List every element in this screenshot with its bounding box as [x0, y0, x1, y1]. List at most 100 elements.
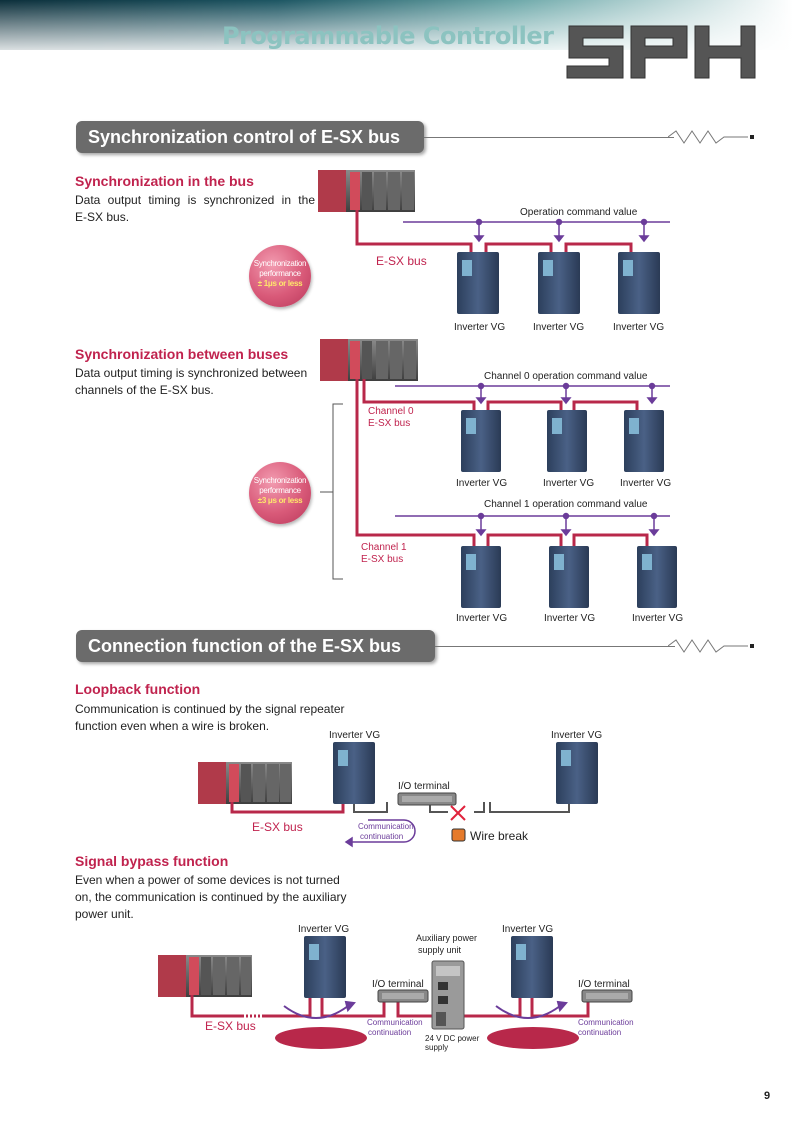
bypass-text-line2: on, the communication is continued by th… — [75, 890, 347, 904]
sync-between-buses-diagram: Channel 0 operation command value Channe… — [320, 339, 683, 624]
sync-between-text-line2: channels of the E-SX bus. — [75, 383, 214, 397]
inverter-label: Inverter VG — [551, 730, 602, 741]
inverter-vg — [457, 252, 499, 314]
inverter-label: Inverter VG — [543, 478, 594, 489]
badge-value: ±3 μs or less — [257, 496, 303, 505]
io-terminal — [397, 792, 457, 806]
operation-command-label: Operation command value — [520, 207, 638, 218]
io-terminal — [581, 989, 633, 1003]
channel1-bus-label: Channel 1 — [361, 542, 407, 553]
inverter-vg — [511, 936, 553, 998]
aux-power-label: supply unit — [418, 945, 462, 955]
inverter-vg — [333, 742, 375, 804]
loopback-text-line1: Communication is continued by the signal… — [75, 702, 345, 716]
inverter-label: Inverter VG — [454, 322, 505, 333]
section-rule — [424, 137, 674, 138]
wire-break-label: Wire break — [470, 829, 529, 843]
dc-power-label: 24 V DC power — [425, 1034, 480, 1043]
bypass-arrow-icon — [495, 1000, 568, 1019]
plc-unit — [158, 955, 252, 997]
bypass-title: Signal bypass function — [75, 853, 229, 869]
sync-between-text-line1: Data output timing is synchronized betwe… — [75, 366, 308, 380]
loopback-text: Communication is continued by the signal… — [75, 701, 375, 735]
section-heading-sync-control: Synchronization control of E-SX bus — [76, 121, 424, 153]
inverter-label: Inverter VG — [620, 478, 671, 489]
inverter-vg — [549, 546, 589, 608]
channel0-command-label: Channel 0 operation command value — [484, 371, 648, 382]
unpowered-zone — [275, 1027, 367, 1049]
sync-in-bus-text-line2: E-SX bus. — [75, 210, 130, 224]
wire-break-icon — [450, 805, 466, 821]
sync-performance-badge-2: Synchronization performance ±3 μs or les… — [249, 462, 311, 524]
badge-line2: performance — [259, 486, 301, 495]
bypass-arrow-icon — [283, 1000, 356, 1019]
section-zigzag — [668, 639, 748, 653]
inverter-vg — [461, 546, 501, 608]
inverter-vg — [624, 410, 664, 472]
inverter-vg — [538, 252, 580, 314]
bypass-text-line3: power unit. — [75, 907, 134, 921]
inverter-label: Inverter VG — [456, 478, 507, 489]
esx-bus-label: E-SX bus — [252, 820, 303, 834]
badge-line2: performance — [259, 269, 301, 278]
section-dot — [750, 644, 754, 648]
sph-logo — [566, 25, 756, 79]
badge-line1: Synchronization — [253, 259, 307, 268]
inverter-label: Inverter VG — [613, 322, 664, 333]
inverter-vg — [556, 742, 598, 804]
comm-continuation-label: Communication — [367, 1018, 423, 1027]
inverter-vg — [637, 546, 677, 608]
section-zigzag — [668, 130, 748, 144]
sync-performance-badge-1: Synchronization performance ± 1μs or les… — [249, 245, 311, 307]
bypass-text-line1: Even when a power of some devices is not… — [75, 873, 340, 887]
io-terminal-label: I/O terminal — [398, 781, 450, 792]
loopback-diagram: Inverter VG Inverter VG I/O terminal Wir… — [198, 730, 602, 848]
sync-in-bus-text: Data output timing is synchronized in th… — [75, 192, 315, 226]
auxiliary-power-unit — [431, 960, 465, 1030]
page-number: 9 — [764, 1090, 771, 1102]
section-dot — [750, 135, 754, 139]
plc-unit — [320, 339, 418, 381]
inverter-label: Inverter VG — [544, 613, 595, 624]
header-banner — [0, 0, 793, 50]
badge-line1: Synchronization — [253, 476, 307, 485]
channel1-bus-label: E-SX bus — [361, 554, 403, 565]
aux-power-label: Auxiliary power — [416, 933, 477, 943]
inverter-vg — [304, 936, 346, 998]
dc-power-label: supply — [425, 1043, 448, 1052]
unpowered-zone — [487, 1027, 579, 1049]
esx-bus-label: E-SX bus — [376, 254, 427, 268]
comm-continuation-label: continuation — [360, 832, 403, 841]
sync-in-bus-diagram: Operation command value E-SX bus Inverte… — [318, 170, 670, 333]
inverter-label: Inverter VG — [329, 730, 380, 741]
inverter-label: Inverter VG — [298, 924, 349, 935]
inverter-label: Inverter VG — [533, 322, 584, 333]
inverter-label: Inverter VG — [632, 613, 683, 624]
bypass-text: Even when a power of some devices is not… — [75, 872, 355, 923]
loopback-arrow-icon — [344, 819, 416, 848]
section-rule — [435, 646, 675, 647]
sync-in-bus-text-line1: Data output timing is synchronized in th… — [75, 193, 315, 207]
io-terminal — [377, 989, 429, 1003]
channel1-command-label: Channel 1 operation command value — [484, 499, 648, 510]
comm-continuation-label: Communication — [358, 822, 414, 831]
loopback-text-line2: function even when a wire is broken. — [75, 719, 270, 733]
inverter-label: Inverter VG — [502, 924, 553, 935]
inverter-vg — [547, 410, 587, 472]
header-title: Programmable Controller — [222, 22, 554, 50]
inverter-vg — [461, 410, 501, 472]
sync-in-bus-title: Synchronization in the bus — [75, 173, 254, 189]
badge-value: ± 1μs or less — [257, 279, 303, 288]
inverter-label: Inverter VG — [456, 613, 507, 624]
inverter-vg — [618, 252, 660, 314]
io-terminal-label: I/O terminal — [372, 979, 424, 990]
esx-bus-label: E-SX bus — [205, 1019, 256, 1033]
comm-continuation-label: Communication — [578, 1018, 634, 1027]
loopback-title: Loopback function — [75, 681, 201, 697]
plc-unit — [198, 762, 292, 804]
plc-unit — [318, 170, 415, 212]
comm-continuation-label: continuation — [578, 1028, 621, 1037]
channel0-bus-label: E-SX bus — [368, 418, 410, 429]
io-terminal-label: I/O terminal — [578, 979, 630, 990]
sync-between-buses-text: Data output timing is synchronized betwe… — [75, 365, 320, 399]
